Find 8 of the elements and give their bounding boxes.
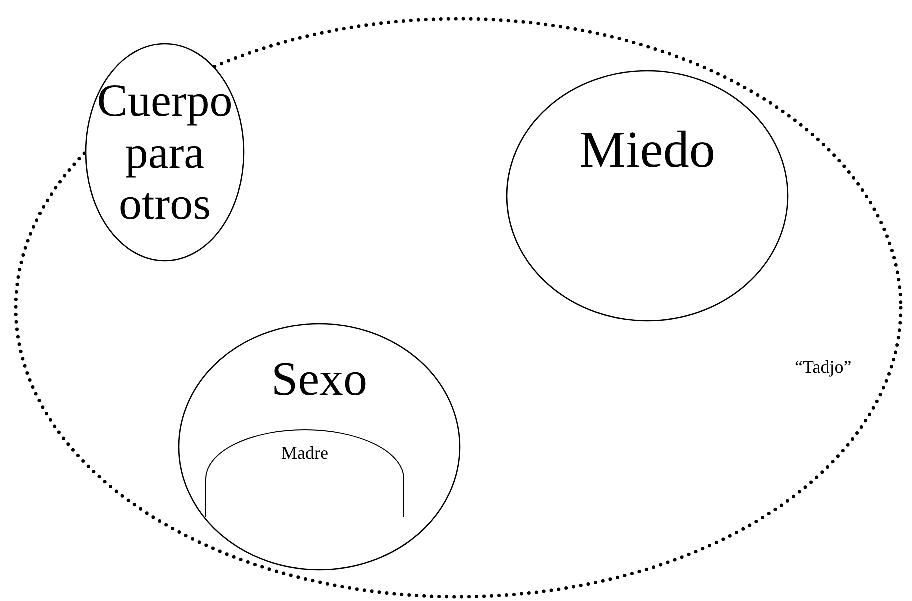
side-label: “Tadjo” xyxy=(795,357,852,378)
node-label: Miedo xyxy=(578,122,716,180)
node-label: Sexo xyxy=(270,353,368,407)
node-label: Madre xyxy=(280,443,330,464)
dotted-ellipse-region xyxy=(14,17,903,599)
circle-node xyxy=(178,323,461,571)
arch-node xyxy=(205,429,405,517)
node-label: Cuerpo para otros xyxy=(96,75,234,230)
